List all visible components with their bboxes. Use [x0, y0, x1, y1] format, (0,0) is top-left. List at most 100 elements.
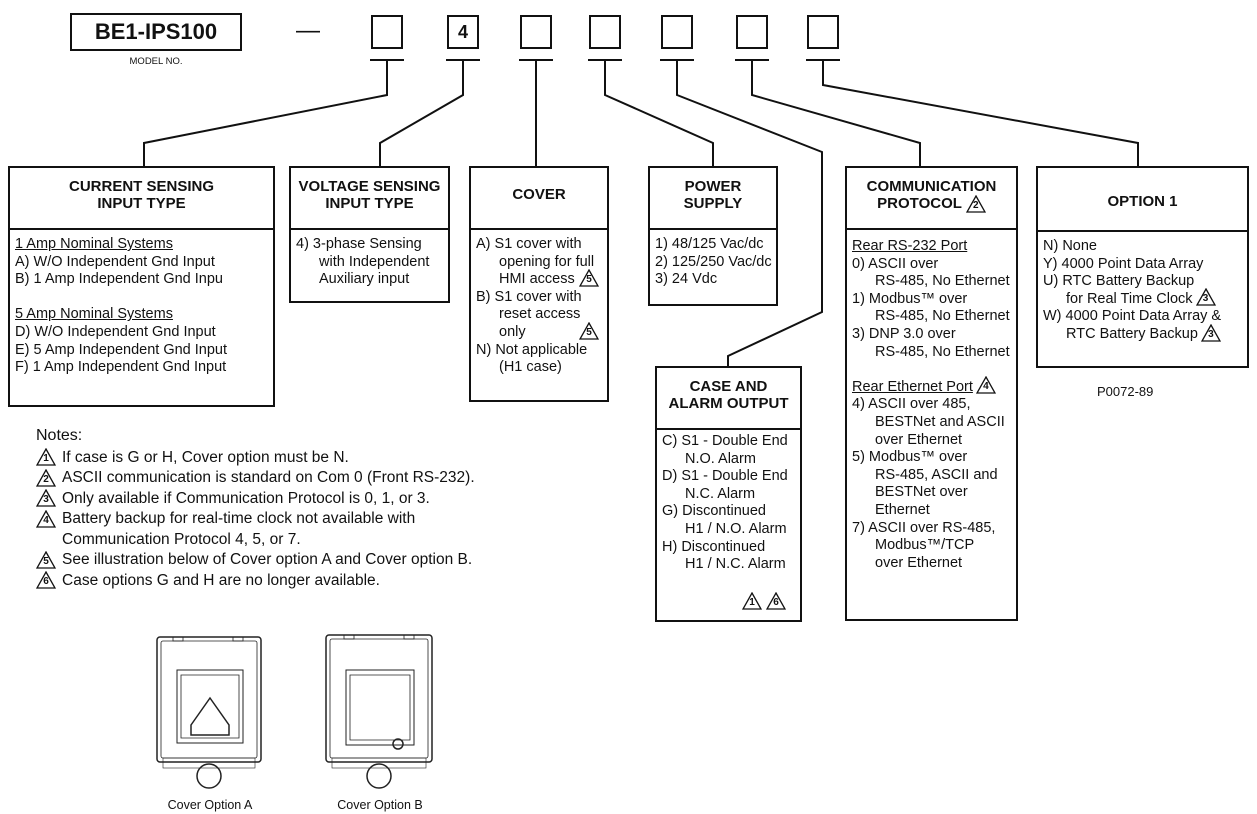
option-line: Auxiliary input [319, 271, 410, 288]
option-line: BESTNet over [875, 484, 968, 501]
option-line: 5) Modbus™ over [852, 449, 968, 466]
option-line: opening for full [499, 253, 595, 270]
footnote-triangle-icon: 3 [36, 489, 56, 508]
option-line: (H1 case) [499, 359, 562, 376]
footnote-triangle-icon: 2 [36, 468, 56, 487]
footnote-triangle-icon: 6 [36, 571, 56, 590]
cover-option-b-caption: Cover Option B [337, 798, 423, 812]
option-line: A) S1 cover with [476, 236, 582, 252]
option-line: U) RTC Battery Backup [1043, 273, 1195, 290]
option-line: Modbus™/TCP [875, 537, 975, 554]
footnote-triangle-icon: 1 [742, 591, 762, 610]
option-line: 7) ASCII over RS-485, [852, 519, 996, 536]
code-box-current-sensing [371, 15, 403, 49]
footnote-triangle-icon: 4 [36, 509, 56, 528]
option-line: D) W/O Independent Gnd Input [15, 323, 216, 340]
option-line: N.O. Alarm [685, 450, 756, 467]
footnote-triangle-icon: 6 [766, 591, 786, 610]
option-line: RS-485, No Ethernet [875, 308, 1010, 325]
option-line: Y) 4000 Point Data Array [1043, 255, 1204, 272]
model-number: BE1-IPS100 [94, 19, 218, 44]
option-line: 4) ASCII over 485, [852, 396, 971, 413]
footnote-triangle-icon: 2 [965, 195, 986, 213]
code-box-option-1 [807, 15, 839, 49]
option-line: RS-485, ASCII and [875, 466, 998, 483]
option-line: 1) 48/125 Vac/dc [655, 236, 764, 252]
option-line: C) S1 - Double End [662, 433, 788, 449]
code-box-case-alarm [661, 15, 693, 49]
option-line: 4) 3-phase Sensing [296, 236, 422, 252]
code-box-communication [736, 15, 768, 49]
note-item: Communication Protocol 4, 5, or 7. [62, 530, 301, 548]
notes-title: Notes: [36, 427, 83, 444]
option-line: B) S1 cover with [476, 288, 582, 305]
option-line: H1 / N.C. Alarm [685, 556, 786, 573]
option-line: N.C. Alarm [685, 485, 756, 502]
footnote-triangle-icon: 3 [1195, 288, 1216, 307]
option-line: with Independent [319, 253, 430, 270]
cover-option-a-illustration [156, 636, 262, 789]
option-line: N) None [1043, 238, 1097, 254]
option-line: 3) 24 Vdc [655, 271, 718, 288]
footnote-triangle-icon: 4 [975, 376, 996, 395]
footnote-triangle-icon: 5 [36, 550, 56, 569]
footnote-triangle-icon: 5 [579, 269, 599, 287]
option-line: over Ethernet [875, 431, 963, 448]
communication-title: COMMUNICATION PROTOCOL 2 [866, 178, 997, 213]
option-line: H) Discontinued [662, 538, 766, 555]
option-line: E) 5 Amp Independent Gnd Input [15, 341, 228, 358]
option-line: Rear RS-232 Port [852, 238, 968, 254]
option-line: BESTNet and ASCII [875, 413, 1005, 430]
option-line: reset access [499, 306, 581, 323]
option-line: 5 Amp Nominal Systems [15, 306, 173, 323]
option-line: H1 / N.O. Alarm [685, 520, 787, 537]
footnote-triangle-icon: 1 [36, 448, 56, 467]
code-box-cover [520, 15, 552, 49]
option-line: RS-485, No Ethernet [875, 343, 1010, 360]
option-line: 2) 125/250 Vac/dc [655, 253, 772, 270]
option-line: Ethernet [875, 501, 930, 518]
option-line: W) 4000 Point Data Array & [1043, 308, 1222, 325]
code-box-voltage-sensing: 4 [447, 15, 479, 49]
option-line: B) 1 Amp Independent Gnd Inpu [15, 271, 223, 288]
model-caption: MODEL NO. [129, 56, 183, 67]
option-line: 1 Amp Nominal Systems [15, 236, 173, 252]
option-line: over Ethernet [875, 554, 963, 571]
option-line: 3) DNP 3.0 over [852, 325, 956, 342]
option-line: RS-485, No Ethernet [875, 273, 1010, 290]
option-line: 0) ASCII over [852, 255, 939, 272]
cover-option-b-illustration [325, 634, 433, 789]
option-line: A) W/O Independent Gnd Input [15, 253, 215, 270]
footnote-triangle-icon: 3 [1200, 323, 1221, 342]
